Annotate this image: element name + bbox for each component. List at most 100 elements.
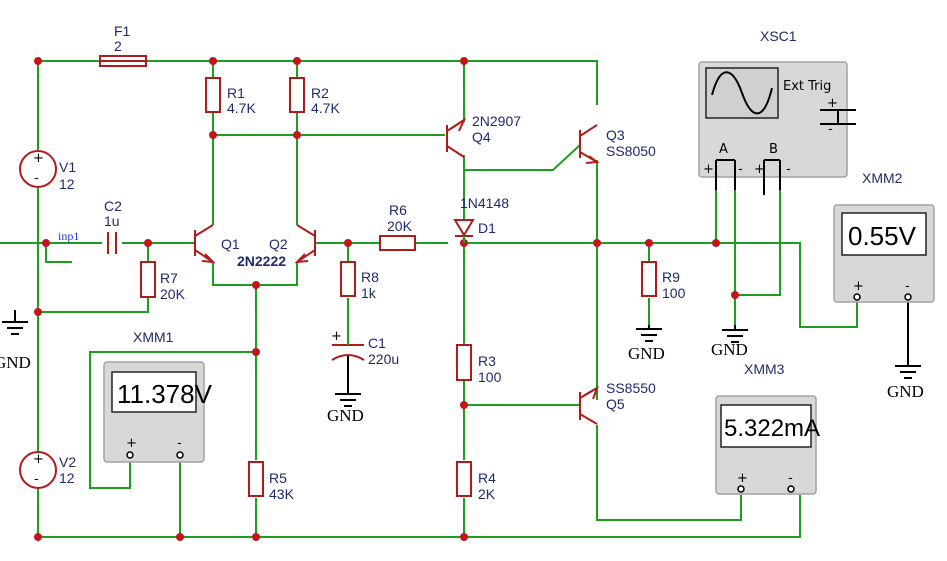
resistor-r5[interactable]: R5 43K [248, 461, 295, 502]
transistor-q5[interactable]: SS8550 Q5 [579, 380, 656, 425]
transistor-q2[interactable]: Q2 [269, 224, 316, 264]
r9-value: 100 [662, 285, 686, 301]
q1-ref: Q1 [221, 236, 240, 252]
transistor-q1[interactable]: Q1 [194, 224, 240, 264]
svg-text:GND: GND [711, 340, 748, 359]
v1-ref: V1 [59, 159, 76, 175]
svg-text:+: + [737, 471, 748, 486]
q3-part: SS8050 [606, 143, 656, 159]
channel-b-label: B [769, 142, 778, 157]
xmm2-minus-terminal[interactable] [904, 293, 912, 301]
q1-q2-part: 2N2222 [237, 253, 286, 269]
svg-text:-: - [788, 471, 793, 486]
r7-value: 20K [160, 286, 186, 302]
svg-text:GND: GND [327, 406, 364, 425]
c2-value: 1u [104, 213, 120, 229]
svg-text:+: + [126, 436, 137, 451]
svg-text:+: + [827, 96, 838, 111]
r2-value: 4.7K [311, 100, 340, 116]
svg-text:+: + [33, 452, 44, 467]
channel-a-label: A [719, 142, 728, 157]
svg-text:-: - [786, 162, 791, 177]
svg-text:-: - [738, 162, 743, 177]
xmm3-minus-terminal[interactable] [787, 485, 795, 493]
transistor-q3[interactable]: Q3 SS8050 [579, 124, 656, 164]
r1-ref: R1 [227, 85, 245, 101]
svg-text:+: + [754, 162, 765, 177]
r3-ref: R3 [478, 353, 496, 369]
resistor-r1[interactable]: R1 4.7K [205, 77, 256, 116]
xmm3-plus-terminal[interactable] [737, 485, 745, 493]
xmm1-ref: XMM1 [133, 329, 174, 345]
c1-ref: C1 [368, 335, 386, 351]
xsc1-ref: XSC1 [760, 28, 797, 44]
ground-r9: GND [628, 325, 665, 363]
q3-ref: Q3 [606, 127, 625, 143]
resistor-r6[interactable]: R6 20K [379, 202, 416, 251]
xmm2-plus-terminal[interactable] [853, 293, 861, 301]
q5-ref: Q5 [606, 396, 625, 412]
svg-text:-: - [34, 472, 39, 487]
r4-ref: R4 [478, 470, 496, 486]
fuse-ref: F1 [114, 23, 131, 39]
svg-text:GND: GND [628, 344, 665, 363]
ext-trig-label: Ext Trig [783, 79, 831, 94]
svg-text:-: - [905, 279, 910, 294]
r4-value: 2K [478, 486, 496, 502]
source-v2[interactable]: + - V2 12 [19, 451, 76, 489]
multimeter-xmm3[interactable]: XMM3 5.322mA + - [715, 361, 820, 495]
resistor-r8[interactable]: R8 1k [340, 261, 379, 301]
resistor-r2[interactable]: R2 4.7K [289, 77, 340, 116]
xmm3-ref: XMM3 [744, 361, 785, 377]
r7-ref: R7 [160, 270, 178, 286]
xmm1-plus-terminal[interactable] [126, 451, 134, 459]
diode-d1[interactable]: 1N4148 D1 [453, 195, 509, 243]
r5-ref: R5 [269, 470, 287, 486]
xmm1-reading: 11.378V [117, 379, 213, 409]
resistor-r4[interactable]: R4 2K [456, 461, 496, 502]
svg-text:-: - [34, 171, 39, 186]
resistor-r9[interactable]: R9 100 [641, 261, 686, 301]
svg-text:-: - [828, 122, 833, 137]
capacitor-c2[interactable]: C2 1u [104, 198, 122, 254]
v2-value: 12 [59, 470, 75, 486]
xmm2-reading: 0.55V [848, 221, 917, 251]
r8-ref: R8 [361, 269, 379, 285]
svg-text:+: + [331, 329, 342, 344]
q2-ref: Q2 [269, 236, 288, 252]
transistor-q4[interactable]: 2N2907 Q4 [446, 113, 521, 158]
svg-text:+: + [33, 151, 44, 166]
multimeter-xmm2[interactable]: XMM2 0.55V + - [833, 170, 935, 303]
wires [0, 60, 858, 538]
junctions [34, 57, 739, 541]
v2-ref: V2 [59, 454, 76, 470]
capacitor-c1[interactable]: + C1 220u [331, 329, 399, 380]
r6-value: 20K [387, 218, 413, 234]
source-v1[interactable]: + - V1 12 [19, 150, 76, 192]
net-label-inp1: inp1 [58, 229, 79, 243]
fuse-f1[interactable]: F1 2 [99, 23, 147, 67]
c1-value: 220u [368, 351, 399, 367]
ground-left: GND [0, 310, 31, 372]
r8-value: 1k [361, 285, 377, 301]
resistor-r3[interactable]: R3 100 [456, 344, 502, 385]
q4-part: 2N2907 [472, 113, 521, 129]
oscilloscope-xsc1[interactable]: XSC1 Ext Trig + - A B + - + - [698, 28, 856, 195]
svg-text:+: + [703, 162, 714, 177]
r1-value: 4.7K [227, 100, 256, 116]
r5-value: 43K [269, 486, 295, 502]
multimeter-xmm1[interactable]: XMM1 11.378V + - [103, 329, 213, 463]
r2-ref: R2 [311, 85, 329, 101]
resistor-r7[interactable]: R7 20K [140, 261, 186, 302]
xmm1-minus-terminal[interactable] [176, 451, 184, 459]
svg-text:-: - [177, 436, 182, 451]
fuse-value: 2 [114, 38, 122, 54]
r9-ref: R9 [662, 269, 680, 285]
c2-ref: C2 [104, 198, 122, 214]
ground-c1: GND [327, 380, 364, 425]
svg-text:+: + [853, 279, 864, 294]
d1-ref: D1 [478, 220, 496, 236]
d1-part: 1N4148 [460, 195, 509, 211]
r6-ref: R6 [389, 202, 407, 218]
